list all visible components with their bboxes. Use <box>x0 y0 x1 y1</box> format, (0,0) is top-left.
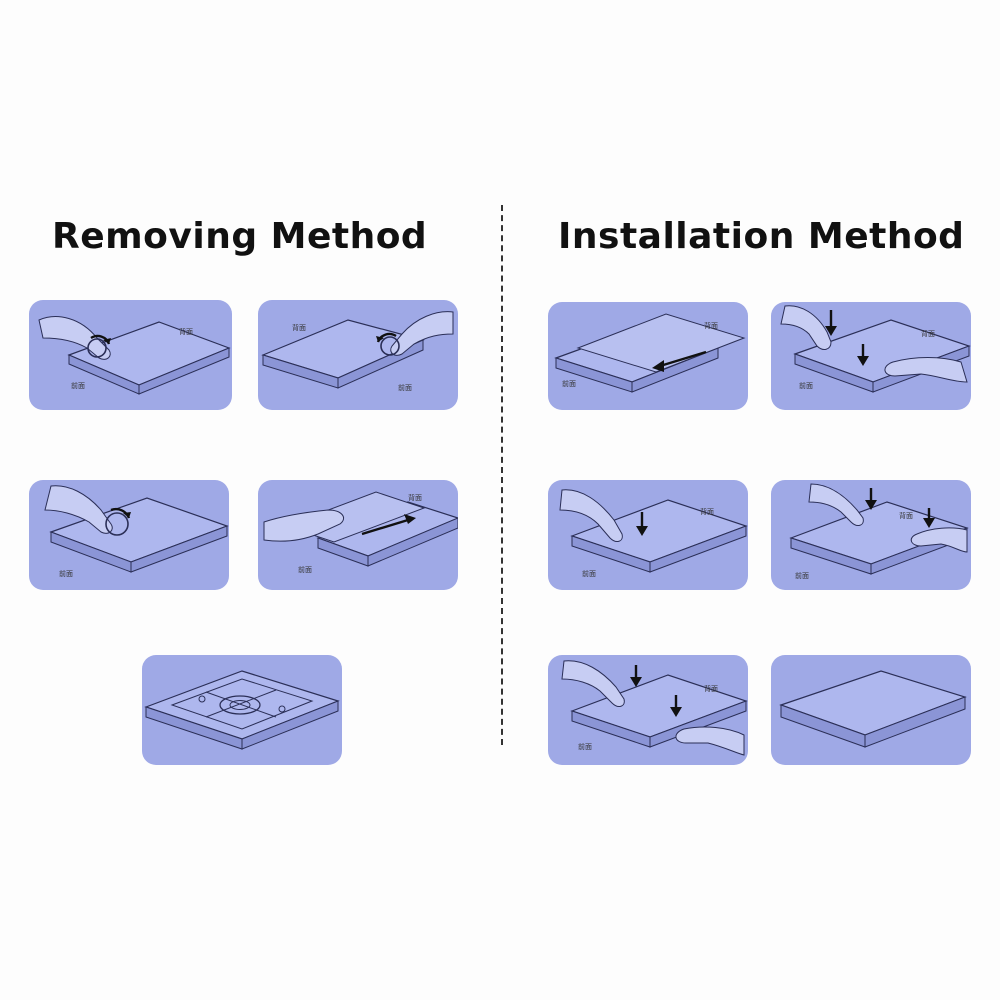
installation-method-heading: Installation Method <box>558 216 965 257</box>
removing-step-1: 背面 前面 <box>29 300 232 410</box>
section-divider <box>501 205 503 745</box>
installation-step-5: 背面 前面 <box>548 655 748 765</box>
front-label: 前面 <box>71 381 85 390</box>
svg-text:背面: 背面 <box>408 493 422 502</box>
svg-text:前面: 前面 <box>795 571 809 580</box>
installation-step-2: 背面 前面 <box>771 302 971 410</box>
svg-text:背面: 背面 <box>704 684 718 693</box>
svg-text:前面: 前面 <box>562 379 576 388</box>
svg-text:前面: 前面 <box>799 381 813 390</box>
svg-text:前面: 前面 <box>398 383 412 392</box>
installation-step-6 <box>771 655 971 765</box>
removing-step-5 <box>142 655 342 765</box>
removing-step-4: 背面 前面 <box>258 480 458 590</box>
svg-text:前面: 前面 <box>59 569 73 578</box>
installation-step-4: 背面 前面 <box>771 480 971 590</box>
svg-text:背面: 背面 <box>700 507 714 516</box>
removing-step-2: 背面 前面 <box>258 300 458 410</box>
svg-text:背面: 背面 <box>292 323 306 332</box>
removing-method-heading: Removing Method <box>52 216 428 257</box>
svg-text:背面: 背面 <box>921 329 935 338</box>
svg-text:背面: 背面 <box>899 511 913 520</box>
svg-text:前面: 前面 <box>298 565 312 574</box>
installation-step-1: 背面 前面 <box>548 302 748 410</box>
back-label: 背面 <box>179 327 193 336</box>
installation-step-3: 背面 前面 <box>548 480 748 590</box>
svg-text:前面: 前面 <box>578 742 592 751</box>
svg-text:前面: 前面 <box>582 569 596 578</box>
removing-step-3: 前面 <box>29 480 229 590</box>
svg-text:背面: 背面 <box>704 321 718 330</box>
